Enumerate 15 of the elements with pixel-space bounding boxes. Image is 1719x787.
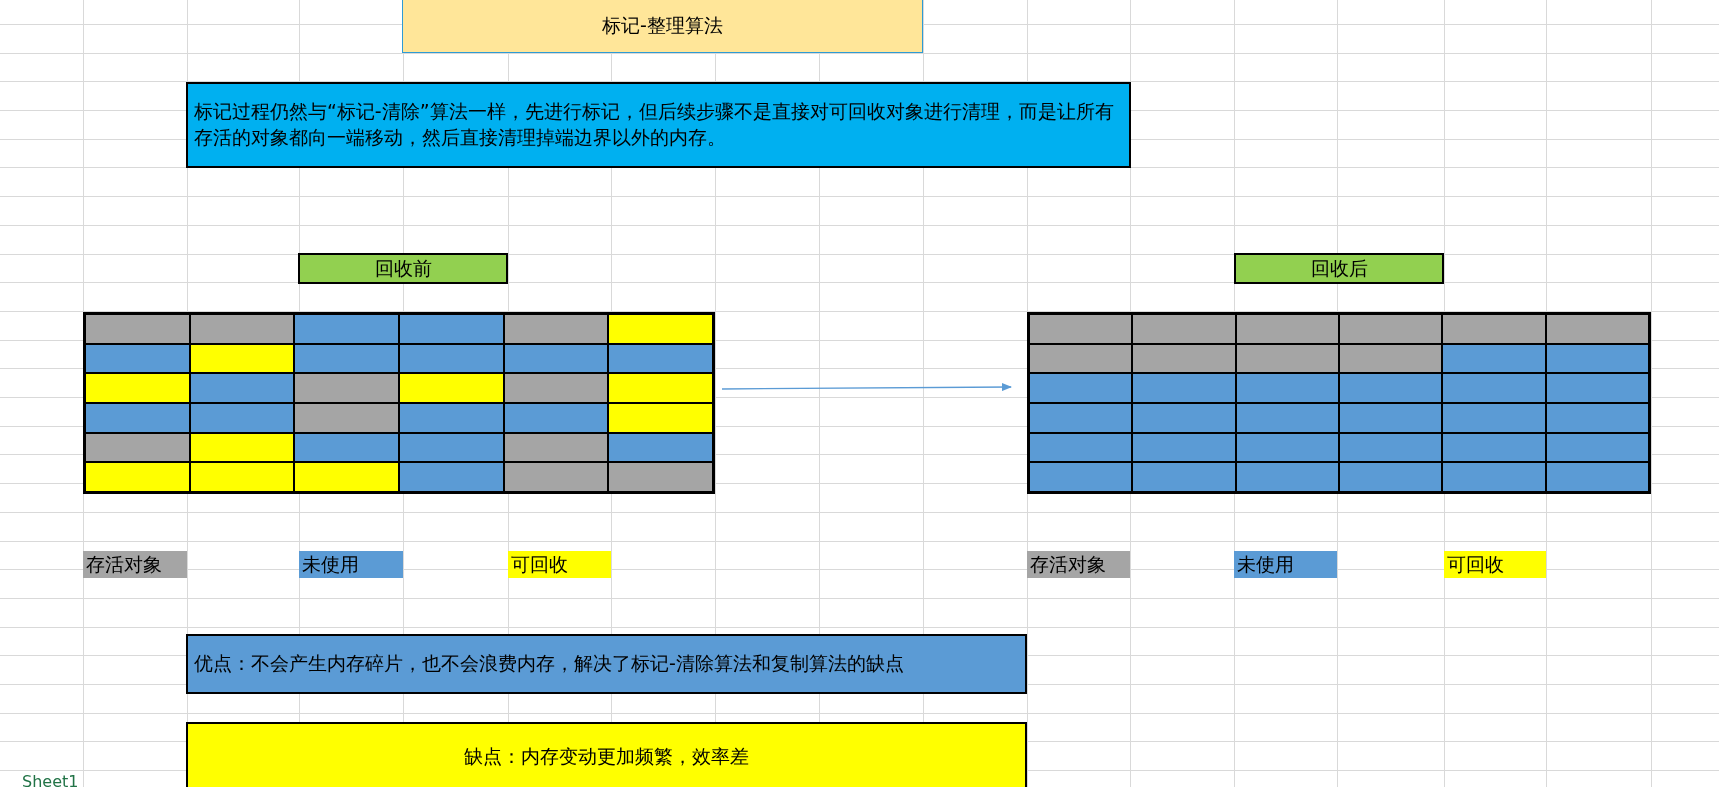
heading-box: 回收后 xyxy=(1234,253,1444,284)
heading-box: 回收前 xyxy=(298,253,508,284)
arrow xyxy=(721,383,1012,392)
legend-label: 可回收 xyxy=(1447,553,1504,576)
description-box: 标记过程仍然与“标记-清除”算法一样，先进行标记，但后续步骤不是直接对可回收对象进行清理，而是让所有存活的对象都向一端移动，然后直接清理掉端边界以外的内存。 xyxy=(186,82,1131,168)
legend-label: 未使用 xyxy=(302,553,359,576)
memory-grid xyxy=(83,312,715,494)
legend-label: 未使用 xyxy=(1237,553,1294,576)
legend-label: 可回收 xyxy=(511,553,568,576)
legend-label: 存活对象 xyxy=(1030,553,1106,576)
memory-grid xyxy=(1027,312,1651,494)
disadvantage-box: 缺点：内存变动更加频繁，效率差 xyxy=(186,722,1027,787)
legend-label: 存活对象 xyxy=(86,553,162,576)
advantage-box: 优点：不会产生内存碎片，也不会浪费内存，解决了标记-清除算法和复制算法的缺点 xyxy=(186,634,1027,694)
title-box: 标记-整理算法 xyxy=(402,0,923,53)
